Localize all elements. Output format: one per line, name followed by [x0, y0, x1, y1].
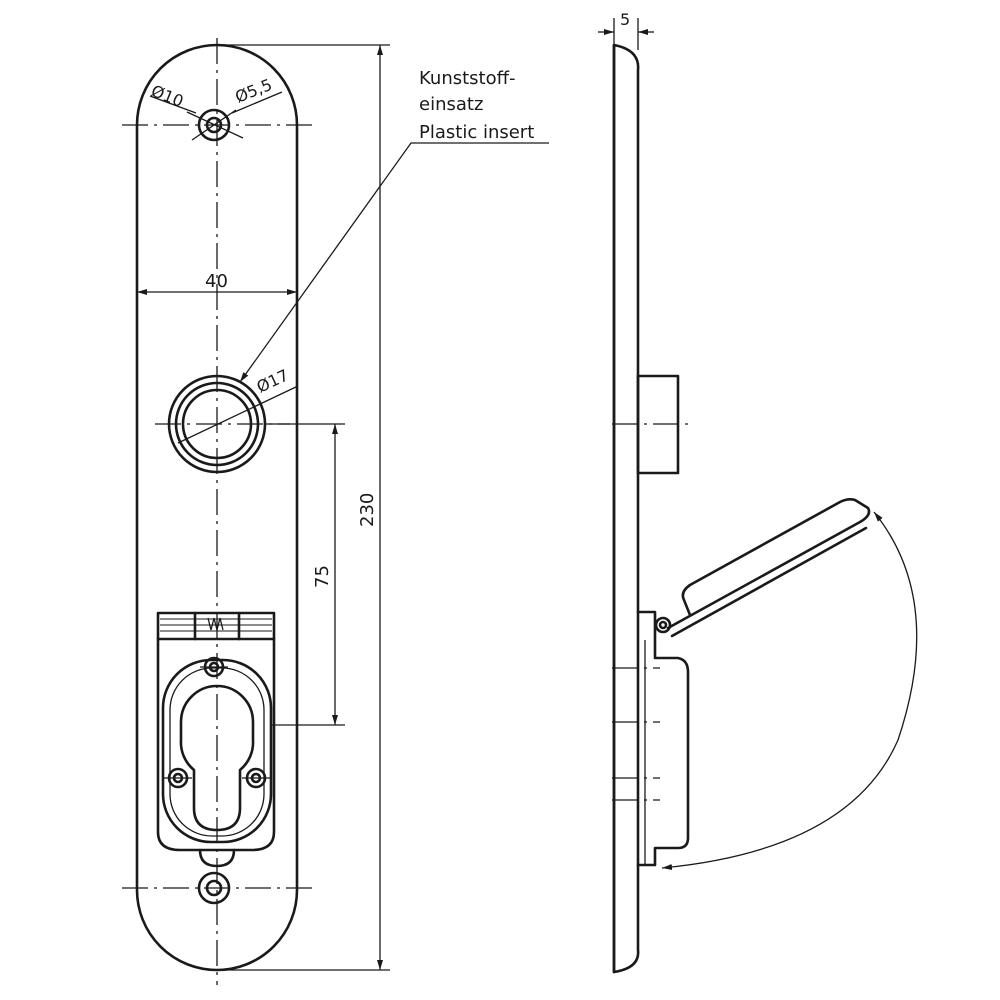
dim-label-height: 230 — [357, 493, 378, 527]
plate-outline — [135, 43, 299, 972]
side-plate-profile — [612, 43, 640, 974]
dim-label-distance: 75 — [312, 565, 333, 588]
insert-label-de-1: Kunststoff- — [419, 68, 516, 89]
insert-label-de-2: einsatz — [419, 94, 483, 115]
dim-label-hole-large: Ø10 — [149, 81, 187, 111]
insert-label-en: Plastic insert — [419, 122, 534, 143]
dim-label-hole-small: Ø5,5 — [232, 75, 274, 107]
side-cover-open — [666, 498, 871, 630]
dim-label-thickness: 5 — [620, 10, 630, 29]
bottom-screw-hole — [197, 871, 231, 905]
cylinder-cover-front — [156, 611, 276, 868]
swing-arc — [661, 511, 918, 871]
dimension-thickness — [598, 18, 654, 50]
side-view — [598, 18, 918, 974]
front-view — [122, 38, 549, 985]
top-screw-hole — [149, 91, 283, 142]
dim-label-width: 40 — [205, 271, 228, 292]
dimension-distance — [265, 423, 345, 726]
insert-leader-line — [239, 142, 549, 383]
dimension-height — [217, 44, 390, 971]
